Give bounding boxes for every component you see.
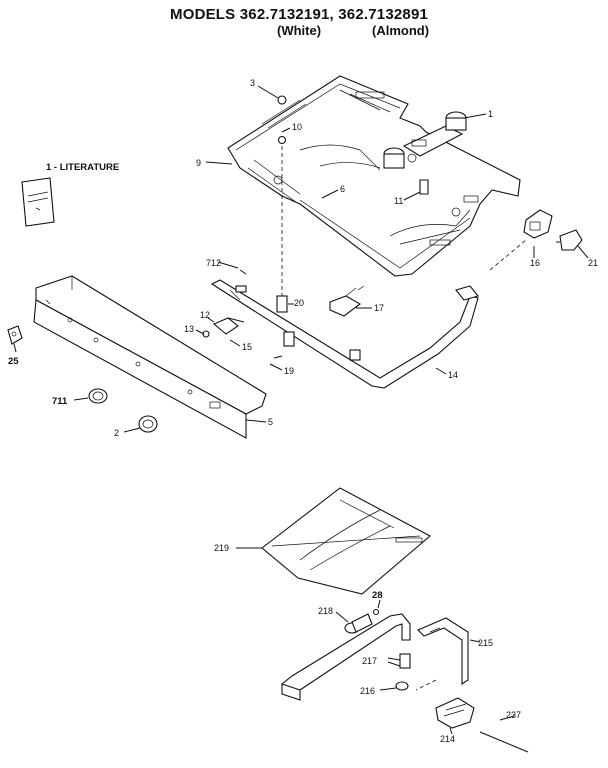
callout-3: 3 — [250, 78, 255, 88]
screw-28-part — [372, 608, 380, 616]
variant-almond-label: (Almond) — [372, 23, 430, 38]
callout-16: 16 — [530, 258, 540, 268]
callout-1: 1 — [488, 109, 493, 119]
callout-712: 712 — [206, 258, 221, 268]
literature-label: 1 - LITERATURE — [46, 162, 119, 173]
screw-712-part — [239, 269, 247, 275]
callout-17: 17 — [374, 303, 384, 313]
callout-214: 214 — [440, 734, 455, 744]
orifice-218-part — [344, 613, 373, 634]
control-panel-part — [33, 275, 267, 439]
callout-219: 219 — [214, 543, 229, 553]
leader-lines — [13, 85, 589, 735]
callout-216: 216 — [360, 686, 375, 696]
shield-219-part — [261, 487, 431, 595]
burner-box-part — [227, 75, 521, 277]
callout-711: 711 — [52, 396, 68, 407]
switch-21-part — [556, 229, 583, 251]
igniter-214-part — [435, 697, 475, 729]
bracket-11-part — [419, 179, 429, 195]
switch-16-part — [523, 209, 553, 239]
bracket-215-part — [417, 617, 469, 686]
callout-21: 21 — [588, 258, 598, 268]
screw-6-part — [321, 193, 331, 199]
callout-217: 217 — [362, 656, 377, 666]
broil-manifold-part — [281, 613, 411, 701]
manifold-part — [210, 279, 479, 389]
callout-5: 5 — [268, 417, 273, 427]
alignment-line-2 — [489, 239, 527, 271]
callout-10: 10 — [292, 122, 302, 132]
callout-11: 11 — [394, 196, 403, 206]
variant-white-label: (White) — [277, 23, 322, 38]
knob-25-part — [7, 325, 23, 345]
callout-13: 13 — [184, 324, 194, 334]
screw-3-part — [277, 95, 287, 105]
callout-6: 6 — [340, 184, 345, 194]
callout-2: 2 — [114, 428, 119, 438]
rod-237-part — [479, 731, 529, 753]
callout-237: 237 — [506, 710, 521, 720]
valve-17-part — [329, 285, 365, 317]
washer-216-part — [395, 681, 409, 691]
knob-2-part — [138, 415, 158, 433]
callout-218: 218 — [318, 606, 333, 616]
callout-25: 25 — [8, 356, 19, 367]
knob-711-part — [88, 388, 108, 404]
valve-15-part — [202, 317, 245, 338]
orifice-20-part — [276, 295, 288, 313]
diagram-title: MODELS 362.7132191, 362.7132891 — [170, 6, 429, 23]
callout-19: 19 — [284, 366, 294, 376]
callout-14: 14 — [448, 370, 458, 380]
alignment-line-3 — [415, 679, 437, 691]
callout-28: 28 — [372, 590, 383, 601]
callout-9: 9 — [196, 158, 201, 168]
valve-assembly-part — [383, 111, 467, 169]
screw-10-part — [277, 135, 287, 145]
callout-215: 215 — [478, 638, 493, 648]
callout-15: 15 — [242, 342, 252, 352]
literature-part — [21, 177, 55, 227]
screw-19-part — [273, 355, 283, 359]
callout-20: 20 — [294, 298, 304, 308]
callout-12: 12 — [200, 310, 210, 320]
